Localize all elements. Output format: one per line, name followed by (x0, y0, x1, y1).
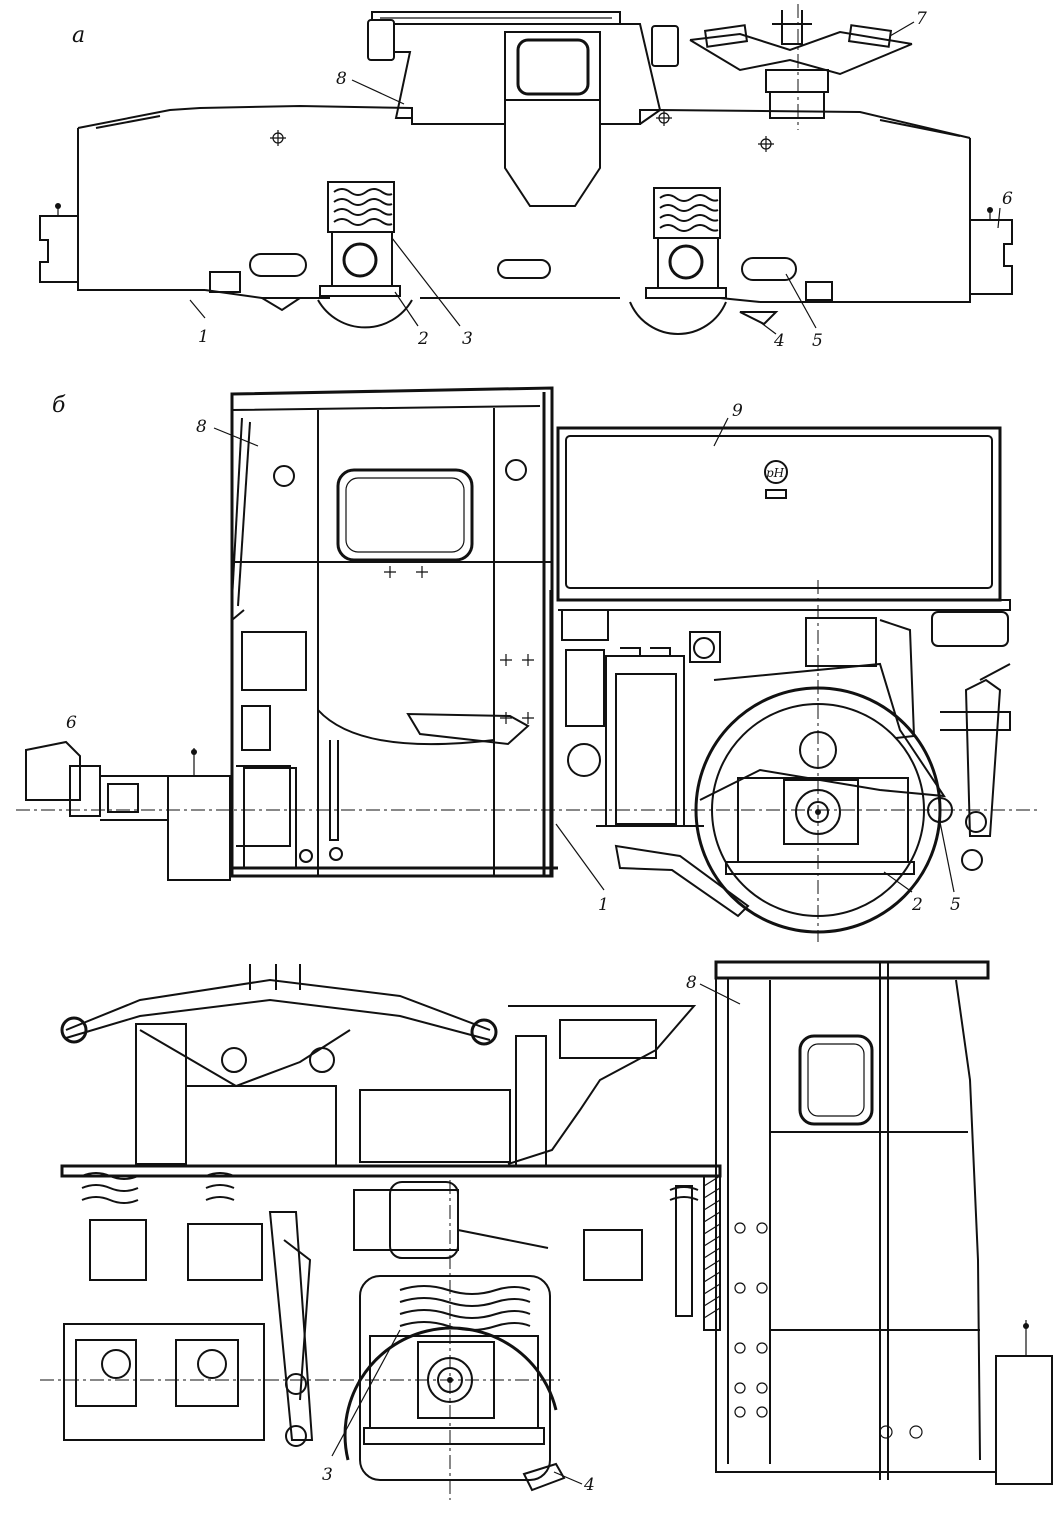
drive-wheel-c (40, 1180, 560, 1500)
target-marks-b (384, 566, 534, 724)
panel-label-a: а (72, 23, 85, 48)
callouts-c: 8 3 4 (322, 973, 741, 1495)
battery-ph-mark: pH (766, 466, 785, 480)
callout-c-4: 4 (583, 1475, 595, 1495)
callouts-a: 1 2 3 4 5 6 7 8 (189, 9, 1013, 351)
callout-b-2: 2 (911, 895, 923, 915)
callout-b-6: 6 (66, 713, 77, 733)
callout-a-7: 7 (916, 9, 927, 29)
axle-box-spring-left (319, 181, 401, 297)
callouts-b: 8 9 6 1 2 5 (66, 401, 961, 915)
drive-wheel-b (16, 580, 1040, 942)
callout-c-8: 8 (686, 973, 697, 993)
pantograph-a (689, 4, 913, 130)
callout-b-1: 1 (598, 895, 609, 915)
callout-c-3: 3 (322, 1465, 333, 1485)
view-c-rear-section: 8 3 4 (40, 960, 1053, 1500)
callout-a-4: 4 (773, 331, 785, 351)
pantograph-c (60, 964, 498, 1167)
callout-a-8: 8 (336, 69, 347, 89)
callout-a-3: 3 (462, 329, 473, 349)
callout-a-6: 6 (1002, 189, 1013, 209)
callout-a-5: 5 (812, 331, 823, 351)
callout-a-2: 2 (417, 329, 429, 349)
callout-b-9: 9 (732, 401, 743, 421)
callout-a-1: 1 (198, 327, 209, 347)
axle-box-spring-right (645, 187, 727, 299)
target-marks-a (270, 110, 774, 152)
callout-b-5: 5 (950, 895, 961, 915)
view-b-section: б pH (16, 386, 1040, 942)
rivets-c (734, 1222, 923, 1439)
view-a-side-elevation: а (39, 4, 1013, 351)
callout-b-8: 8 (196, 417, 207, 437)
panel-label-b: б (52, 393, 66, 418)
